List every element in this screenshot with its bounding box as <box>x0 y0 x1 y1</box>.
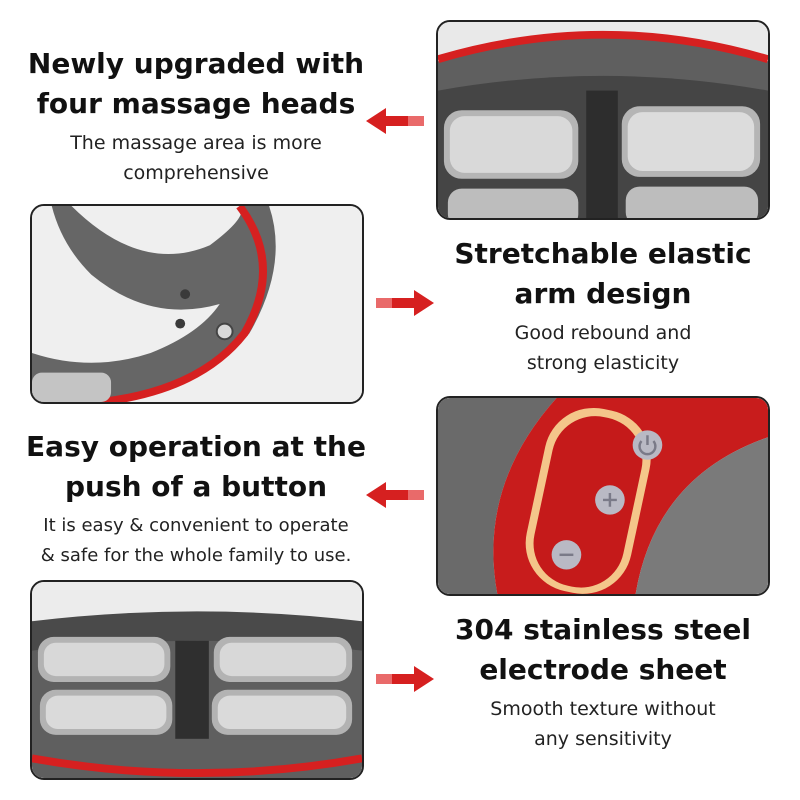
feature-4-text: 304 stainless steel electrode sheet Smoo… <box>440 610 766 754</box>
feature-3-title-line1: Easy operation at the <box>26 430 366 463</box>
arrow-left-icon <box>366 480 424 510</box>
feature-1-title-line2: four massage heads <box>36 87 356 120</box>
feature-3-sub-line1: It is easy & convenient to operate <box>43 515 349 536</box>
photo-elastic-arm <box>30 204 364 404</box>
feature-3-text: Easy operation at the push of a button I… <box>10 427 382 571</box>
power-icon <box>632 430 663 460</box>
feature-1-title-line1: Newly upgraded with <box>27 47 365 80</box>
feature-2-sub-line1: Good rebound and <box>514 322 692 344</box>
minus-icon <box>551 540 582 570</box>
feature-2-text: Stretchable elastic arm design Good rebo… <box>440 234 766 378</box>
feature-1-text: Newly upgraded with four massage heads T… <box>10 44 382 188</box>
arrow-right-icon <box>376 288 434 318</box>
feature-4-sub-line2: any sensitivity <box>534 728 672 750</box>
photo-electrode-sheet <box>30 580 364 780</box>
feature-4-title-line2: electrode sheet <box>479 653 727 686</box>
feature-2-title-line2: arm design <box>514 277 692 310</box>
feature-2-title-line1: Stretchable elastic <box>454 237 752 270</box>
plus-icon <box>595 485 625 515</box>
feature-3-sub-line2: & safe for the whole family to use. <box>40 545 352 566</box>
feature-3-title-line2: push of a button <box>64 470 328 503</box>
photo-control-buttons <box>436 396 770 596</box>
arrow-left-icon <box>366 106 424 136</box>
arrow-right-icon <box>376 664 434 694</box>
feature-1-sub-line1: The massage area is more <box>70 132 322 154</box>
photo-massage-heads <box>436 20 770 220</box>
feature-2-sub-line2: strong elasticity <box>526 352 680 374</box>
feature-4-sub-line1: Smooth texture without <box>490 698 716 720</box>
feature-1-sub-line2: comprehensive <box>123 162 269 184</box>
feature-4-title-line1: 304 stainless steel <box>455 613 751 646</box>
